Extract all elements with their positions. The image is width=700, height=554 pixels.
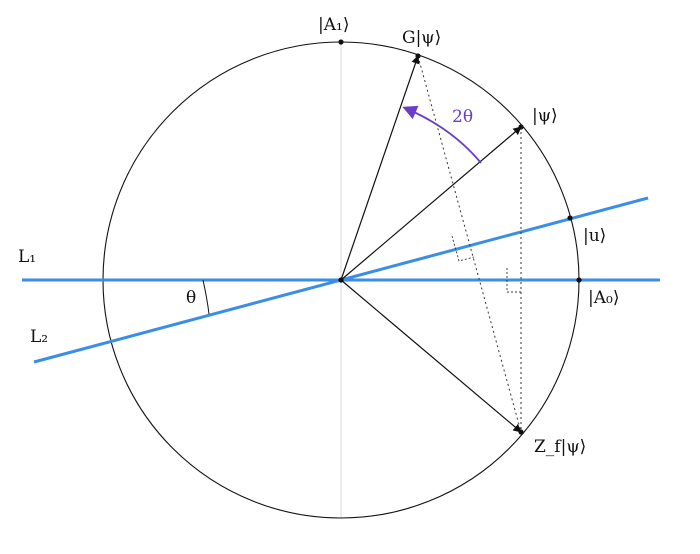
label-A0: |A₀⟩: [588, 288, 619, 308]
label-A1: |A₁⟩: [318, 15, 349, 35]
label-two-theta: 2θ: [452, 107, 473, 127]
point-zf-psi: [518, 429, 524, 435]
point-psi: [518, 124, 524, 130]
two-theta-arc: [402, 105, 482, 164]
point-A0: [576, 277, 582, 283]
label-psi: |ψ⟩: [532, 106, 558, 126]
vector-psi: [340, 126, 522, 281]
label-theta: θ: [186, 288, 196, 308]
point-center: [338, 277, 344, 283]
label-g-psi: G|ψ⟩: [402, 28, 441, 48]
label-L1: L₁: [18, 247, 36, 267]
vector-zf-psi: [340, 279, 522, 433]
right-angle-marker-2: [451, 235, 475, 262]
theta-angle-arc: [202, 279, 210, 315]
label-u: |u⟩: [583, 226, 606, 246]
point-g-psi: [415, 53, 421, 59]
label-L2: L₂: [30, 327, 48, 347]
right-angle-marker-1: [506, 268, 521, 293]
point-A1: [338, 39, 344, 45]
label-zf-psi: Z_f|ψ⟩: [534, 437, 586, 457]
vector-g-psi: [340, 55, 420, 281]
point-u: [567, 215, 573, 221]
